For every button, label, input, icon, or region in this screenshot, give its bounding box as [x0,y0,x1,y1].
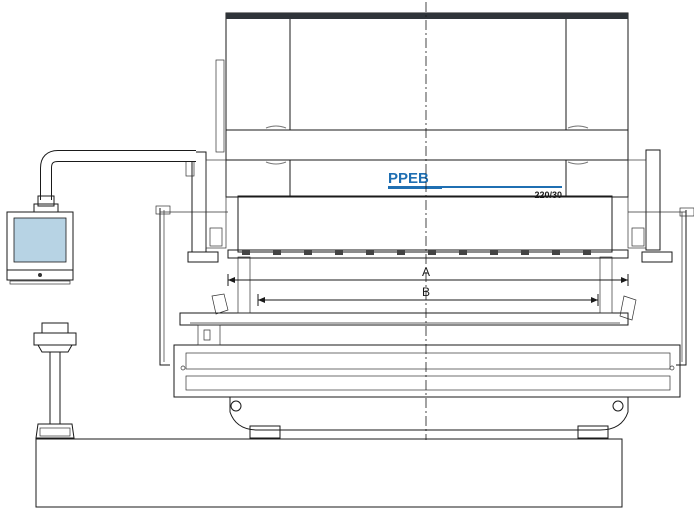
punch-clamp [304,250,312,255]
frame-plate-right-bottom [565,159,629,198]
lower-beam-upper-slot [185,352,671,370]
guide-bar-right [599,256,613,314]
frame-plate-left-bottom [225,159,291,198]
punch-clamp [521,250,529,255]
upper-ram [237,195,613,253]
foot-pedal-post [49,351,61,425]
foot-pedal-base [35,423,75,439]
control-screen [13,217,67,263]
punch-clamp [335,250,343,255]
punch-clamp [397,250,405,255]
punch-clamp [552,250,560,255]
control-arm [41,151,196,200]
model-name: PPEB [388,170,429,187]
side-column-right [645,149,661,251]
foot-pad-right [577,425,609,439]
column-foot-right [641,251,673,263]
floor-base [35,438,623,508]
column-foot-left [187,251,219,263]
brand-band [225,129,629,161]
rail-bracket-left [197,324,221,346]
guide-bar-left [237,256,251,314]
lvd-logo-icon [300,139,312,151]
punch-clamp [490,250,498,255]
frame-plate-left-top [225,12,291,131]
punch-clamp [273,250,281,255]
brand-name: LVD [318,136,353,156]
foot-pad-left [249,425,281,439]
lower-beam-lower-slot [185,375,671,391]
foot-hole-left [230,400,242,412]
side-guard-left [159,208,170,366]
lower-beam-bolt-left [180,365,186,371]
punch-clamp [242,250,250,255]
punch-clamp [583,250,591,255]
frame-plate-right-top [565,12,629,131]
foot-pedal-top [41,322,69,334]
side-guard-right [676,210,687,366]
model-capacity: 220/30 [534,190,562,200]
punch-clamp [459,250,467,255]
punch-clamp [366,250,374,255]
punch-clamps [242,250,591,255]
lower-frame-foot [229,396,629,431]
punch-clamp [428,250,436,255]
front-arm-left [211,293,229,315]
foot-hole-right [612,400,624,412]
foot-pedal-head [33,332,77,346]
lower-beam-bolt-right [669,365,675,371]
front-arm-right [619,295,637,321]
